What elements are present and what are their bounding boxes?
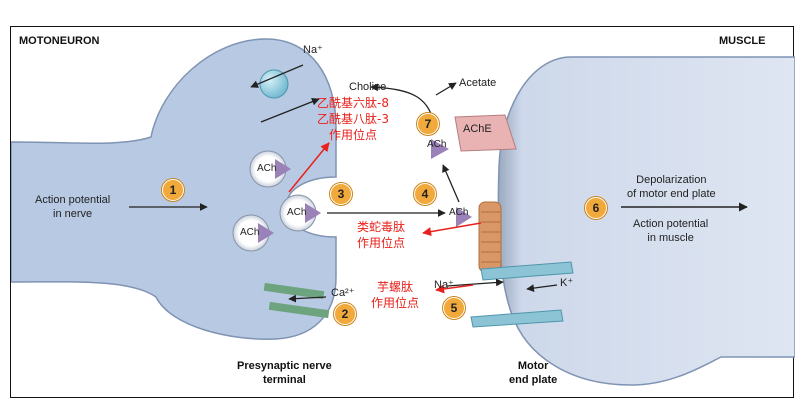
motor-end-plate-label: Motor end plate: [509, 359, 557, 387]
acetyl-peptide-annotation: 乙酰基六肽-8 乙酰基八肽-3 作用位点: [317, 95, 389, 143]
action-potential-muscle-label: Action potential in muscle: [633, 217, 708, 245]
annotation-line: 芋螺肽: [377, 280, 414, 294]
sodium-label: Na⁺: [303, 44, 323, 56]
annotation-line: 作用位点: [357, 236, 406, 250]
label-line: of motor end plate: [627, 188, 716, 200]
annotation-line: 乙酰基六肽-8: [317, 96, 389, 110]
label-line: Motor: [517, 360, 549, 372]
annotation-line: 类蛇毒肽: [357, 220, 406, 234]
ache-enzyme: [454, 114, 517, 152]
motoneuron-header: MOTONEURON: [19, 35, 100, 47]
label-line: Action potential: [633, 218, 709, 230]
muscle-fiber: [497, 56, 795, 386]
choline-label: Choline: [349, 81, 387, 93]
synapse-illustration: [11, 38, 795, 386]
sodium-pump: [259, 69, 289, 99]
potassium-label: K⁺: [560, 277, 574, 289]
diagram-frame: MOTONEURON MUSCLE Na⁺ Choline Acetate AC…: [10, 26, 795, 398]
step-badge-5: 5: [443, 297, 465, 319]
action-potential-nerve-label: Action potential in nerve: [35, 193, 110, 221]
sodium-channel-label: Na⁺: [434, 279, 454, 291]
ach-label: ACh: [287, 207, 307, 218]
step-badge-7: 7: [417, 113, 439, 135]
label-line: in nerve: [53, 208, 93, 220]
label-line: end plate: [509, 374, 558, 386]
calcium-label: Ca²⁺: [331, 287, 355, 299]
step-badge-6: 6: [585, 197, 607, 219]
acetate-label: Acetate: [459, 77, 497, 89]
step-badge-4: 4: [414, 183, 436, 205]
depolarization-label: Depolarization of motor end plate: [627, 173, 716, 201]
annotation-line: 作用位点: [328, 128, 377, 142]
annotation-line: 乙酰基八肽-3: [317, 112, 389, 126]
ach-label: ACh: [449, 207, 469, 218]
step-badge-1: 1: [162, 179, 184, 201]
label-line: terminal: [262, 374, 306, 386]
label-line: in muscle: [647, 232, 694, 244]
step-badge-3: 3: [330, 183, 352, 205]
conotoxin-annotation: 芋螺肽 作用位点: [371, 279, 419, 311]
ach-label: ACh: [257, 163, 277, 174]
label-line: Action potential: [35, 194, 111, 206]
muscle-header: MUSCLE: [719, 35, 766, 47]
step-badge-2: 2: [334, 303, 356, 325]
presynaptic-label: Presynaptic nerve terminal: [237, 359, 332, 387]
label-line: Depolarization: [636, 174, 707, 186]
cobra-toxin-annotation: 类蛇毒肽 作用位点: [357, 219, 405, 251]
label-line: Presynaptic nerve: [237, 360, 332, 372]
ach-label: ACh: [427, 139, 447, 150]
sodium-channel: [480, 261, 574, 281]
ache-label: AChE: [463, 123, 492, 135]
annotation-line: 作用位点: [371, 296, 420, 310]
ach-label: ACh: [240, 227, 260, 238]
